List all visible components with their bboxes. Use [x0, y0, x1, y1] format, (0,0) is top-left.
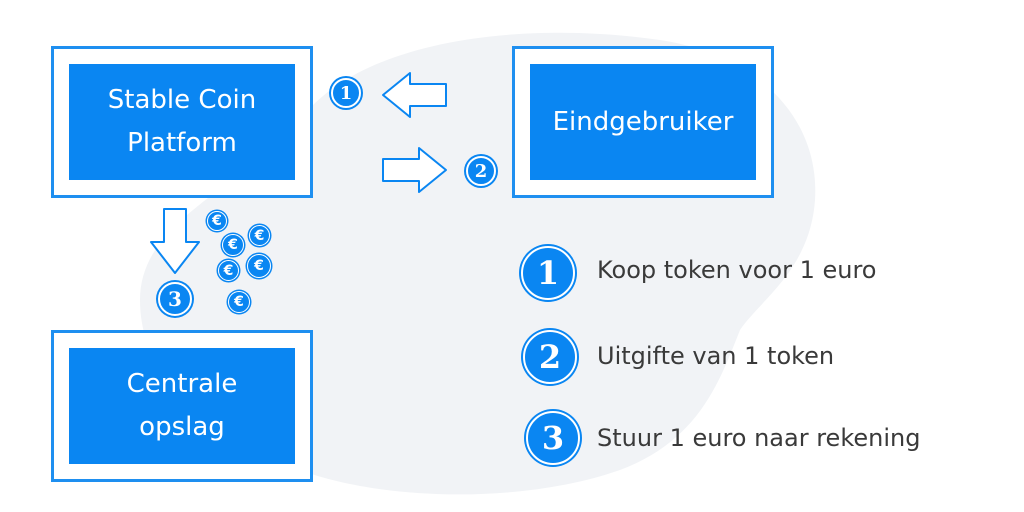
arrow-left-icon [382, 72, 447, 118]
platform-box: Stable Coin Platform [51, 46, 313, 198]
legend-badge-1: 1 [521, 246, 575, 300]
euro-coin-icon: € [222, 234, 244, 256]
legend-text-1: Koop token voor 1 euro [597, 256, 877, 284]
legend-badge-2: 2 [523, 330, 577, 384]
step-badge-2: 2 [466, 156, 496, 186]
legend-text-3: Stuur 1 euro naar rekening [597, 424, 921, 452]
central-storage-box: Centrale opslag [51, 330, 313, 482]
euro-coin-icon: € [218, 260, 239, 281]
legend-text-2: Uitgifte van 1 token [597, 342, 835, 370]
step-badge-3: 3 [158, 282, 192, 316]
central-storage-label: Centrale opslag [69, 348, 295, 464]
euro-coin-icon: € [207, 211, 227, 231]
euro-coin-icon: € [228, 291, 250, 313]
platform-label: Stable Coin Platform [69, 64, 295, 180]
euro-coin-icon: € [249, 225, 270, 246]
end-user-box: Eindgebruiker [512, 46, 774, 198]
arrow-down-icon [150, 208, 200, 274]
end-user-label: Eindgebruiker [530, 64, 756, 180]
legend-badge-3: 3 [526, 411, 580, 465]
step-badge-1: 1 [331, 78, 361, 108]
euro-coin-icon: € [247, 254, 271, 278]
arrow-right-icon [382, 147, 447, 193]
